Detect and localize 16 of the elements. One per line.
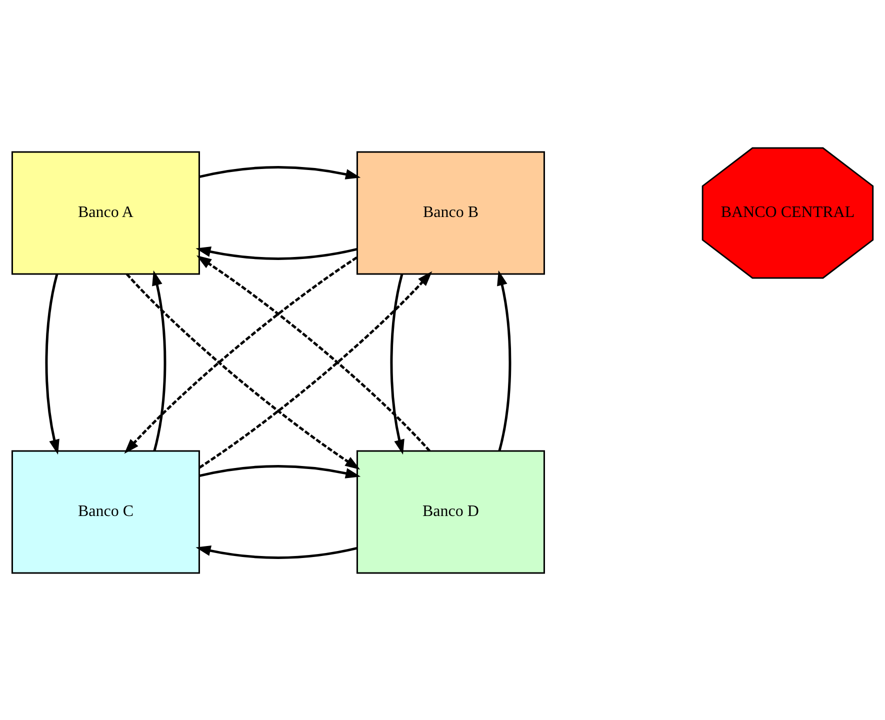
- arrow: [497, 270, 512, 451]
- arrow: [45, 273, 60, 454]
- arrow: [199, 464, 361, 478]
- arrow: [152, 270, 166, 451]
- arrow: [198, 270, 432, 468]
- node-box: Banco A: [11, 150, 200, 274]
- arrow: [199, 166, 361, 179]
- arrow: [196, 545, 358, 558]
- arrow: [390, 273, 404, 454]
- node-box: Banco C: [11, 450, 200, 574]
- node-box: Banco D: [356, 450, 545, 574]
- node-box: Banco B: [356, 150, 545, 274]
- arrow: [196, 246, 358, 260]
- arrow: [124, 256, 358, 454]
- arrow: [126, 272, 360, 470]
- arrow: [196, 254, 431, 452]
